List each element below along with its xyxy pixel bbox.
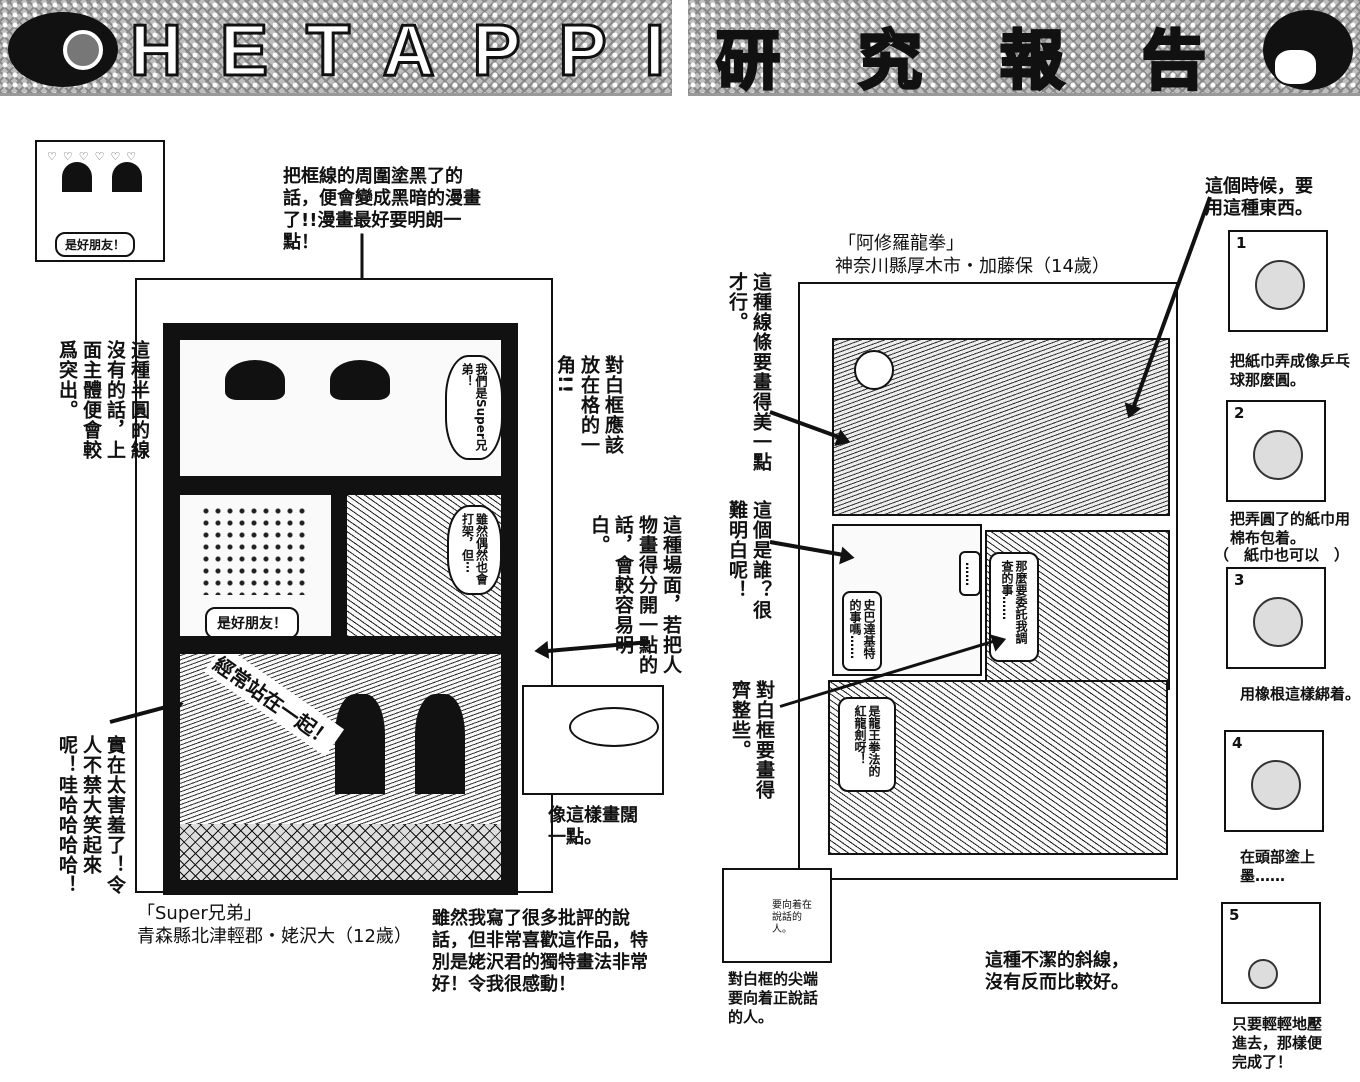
inset-heart-panel: ♡♡♡♡♡♡ 是好朋友！	[35, 140, 165, 262]
inset-caption: 對白框的尖端要向着正說話的人。	[728, 970, 819, 1026]
ink-ball-icon	[1251, 760, 1301, 810]
comic-bubble: ……	[959, 551, 980, 596]
right-panel-4: 是龍王拳法的紅龍劍呀！	[828, 680, 1168, 855]
note-wide: 像這樣畫闊一點。	[548, 805, 638, 848]
credit-author: 神奈川縣厚木市・加藤保（14歲）	[835, 256, 1110, 277]
step-5-panel: 5	[1221, 902, 1321, 1004]
editor-comment: 雖然我寫了很多批評的說話，但非常喜歡這作品，特別是姥沢君的獨特畫法非常好！令我很…	[432, 908, 648, 995]
note-scene: 這種場面，若把人物畫得分開一點的話，會較容易明白。	[588, 515, 682, 675]
step-2-caption: 把弄圓了的紙巾用棉布包着。	[1230, 510, 1351, 547]
note-hatch: 這種不潔的斜線，沒有反而比較好。	[985, 950, 1129, 993]
left-panel-1: 我們是Super兄弟！	[178, 338, 503, 478]
right-panel-2: 史巴達基特的事嗎…… ……	[832, 524, 982, 676]
hearts-decoration: ♡♡♡♡♡♡	[47, 150, 143, 163]
comic-bubble: 是龍王拳法的紅龍劍呀！	[838, 697, 896, 792]
hand-icon	[1255, 260, 1305, 310]
banner-title-left: HETAPPI	[129, 10, 703, 93]
note-top: 把框線的周圍塗黑了的話，便會變成黑暗的漫畫了!!漫畫最好要明朗一點！	[283, 166, 481, 253]
comic-bubble: 是好朋友！	[205, 607, 299, 636]
left-panel-4: 經常站在一起！	[178, 652, 503, 882]
comic-shout: 經常站在一起！	[203, 654, 345, 757]
note-laugh: 實在太害羞了！令人不禁大笑起來呢！哇哈哈哈哈！	[56, 735, 126, 895]
inset-bubble: 是好朋友！	[55, 232, 136, 257]
note-who: 這個是誰？很難明白呢！	[726, 500, 772, 620]
left-banner: HETAPPI	[0, 0, 672, 96]
step-2-panel: 2	[1226, 400, 1326, 502]
comic-bubble: 那麼要委託我調查的事……	[989, 552, 1039, 662]
sun-icon	[854, 350, 894, 390]
left-panel-3: 雖然偶然也會打架，但⋯	[345, 493, 503, 638]
stamp-press-icon	[1248, 959, 1278, 989]
credit-author: 青森縣北津輕郡・姥沢大（12歲）	[137, 926, 412, 947]
step-5-caption: 只要輕輕地壓進去，那樣便完成了！	[1232, 1015, 1323, 1071]
gas-mask-icon	[8, 12, 118, 87]
right-panel-1	[832, 338, 1170, 516]
step-1-panel: 1	[1228, 230, 1328, 332]
credit-title: 「阿修羅龍拳」	[838, 233, 964, 254]
note-bubbles: 對白框要畫得齊整些。	[729, 680, 775, 800]
note-lines: 這種線條要畫得美一點才行。	[726, 272, 772, 472]
helmet-character-icon	[1263, 10, 1353, 90]
note-corner: 對白框應該放在格的一角!!	[554, 355, 624, 455]
step-1-caption: 把紙巾弄成像乒乓球那麼圓。	[1230, 352, 1351, 389]
step-3-panel: 3	[1226, 567, 1326, 669]
left-panel-2: 是好朋友！	[178, 493, 333, 638]
comic-bubble: 雖然偶然也會打架，但⋯	[447, 505, 501, 595]
banner-title-right: 研究報告	[715, 24, 1284, 99]
right-panel-3: 那麼要委託我調查的事……	[985, 530, 1170, 690]
comic-bubble: 史巴達基特的事嗎……	[842, 591, 882, 671]
step-3-caption: 用橡根這樣綁着。	[1240, 685, 1360, 703]
credit-title: 「Super兄弟」	[137, 903, 262, 924]
tied-ball-icon	[1253, 597, 1303, 647]
inset-note: 要向着在說話的人。	[772, 900, 812, 935]
cloth-ball-icon	[1253, 430, 1303, 480]
inset-bubble-example: 要向着在說話的人。	[722, 868, 832, 963]
step-4-caption: 在頭部塗上墨……	[1240, 848, 1316, 885]
wide-example-panel	[522, 685, 664, 795]
note-semicircle: 這種半圓的線沒有的話，上面主體便會較爲突出。	[56, 340, 150, 460]
step-2-sub: （ 紙巾也可以 ）	[1214, 546, 1350, 564]
note-use: 這個時候，要用這種東西。	[1205, 176, 1313, 219]
comic-bubble: 我們是Super兄弟！	[445, 355, 501, 460]
right-banner: 研究報告	[688, 0, 1360, 99]
step-4-panel: 4	[1224, 730, 1324, 832]
